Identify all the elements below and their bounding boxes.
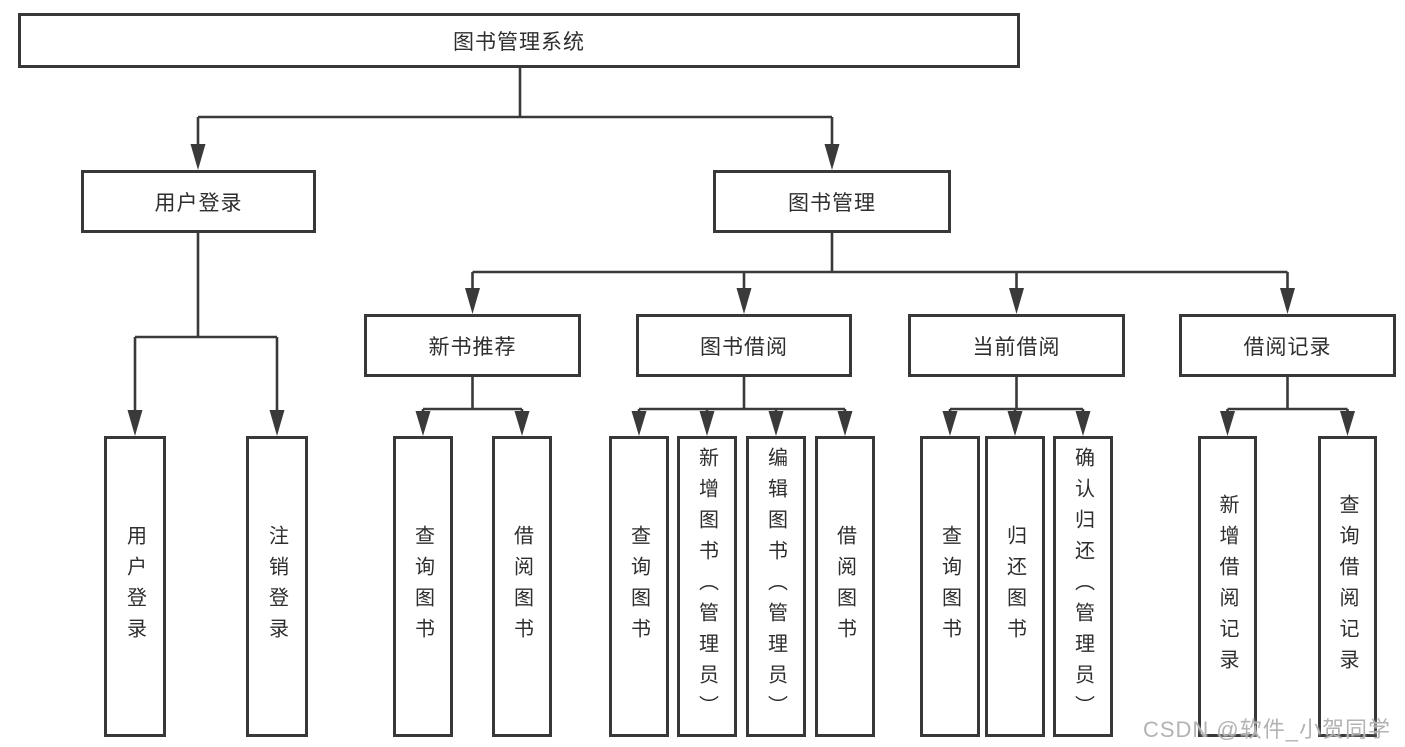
leaf-add-books-admin: 新增图书（管理员） (677, 436, 737, 737)
node-book-borrowing: 图书借阅 (636, 314, 852, 377)
node-borrowing-records: 借阅记录 (1179, 314, 1396, 377)
leaf-add-borrow-record: 新增借阅记录 (1198, 436, 1257, 737)
connector-book-mgmt-to-level3 (465, 233, 1295, 314)
leaf-edit-books-admin: 编辑图书（管理员） (746, 436, 806, 737)
connector-root-to-level2 (190, 68, 840, 170)
node-new-book-recommend: 新书推荐 (364, 314, 581, 377)
connector-user-login-to-leaves (127, 233, 285, 436)
node-root-library-system: 图书管理系统 (18, 13, 1020, 68)
node-user-login: 用户登录 (81, 170, 316, 233)
leaf-confirm-return-admin: 确认归还（管理员） (1053, 436, 1113, 737)
leaf-user-login: 用户登录 (104, 436, 166, 737)
node-book-borrowing-label: 图书借阅 (700, 335, 788, 359)
node-book-management-label: 图书管理 (788, 191, 876, 215)
connector-new-book-rec-to-leaves (415, 377, 530, 436)
connector-current-borrow-to-leaves (942, 377, 1091, 436)
connector-borrow-records-to-leaves (1220, 377, 1355, 436)
node-root-label: 图书管理系统 (453, 30, 585, 54)
node-book-management: 图书管理 (713, 170, 951, 233)
node-user-login-label: 用户登录 (154, 191, 243, 215)
node-borrowing-records-label: 借阅记录 (1243, 335, 1332, 359)
leaf-borrow-books-2: 借阅图书 (815, 436, 875, 737)
leaf-borrow-books-1: 借阅图书 (492, 436, 552, 737)
leaf-logout: 注销登录 (246, 436, 308, 737)
leaf-query-books-1: 查询图书 (393, 436, 453, 737)
node-current-borrowing-label: 当前借阅 (972, 335, 1061, 359)
csdn-watermark: CSDN @软件_小贺同学 (1142, 717, 1391, 742)
connector-book-borrow-to-leaves (631, 377, 853, 436)
leaf-query-borrow-record: 查询借阅记录 (1318, 436, 1377, 737)
node-new-book-recommend-label: 新书推荐 (428, 335, 517, 359)
leaf-query-books-3: 查询图书 (920, 436, 980, 737)
leaf-query-books-2: 查询图书 (609, 436, 669, 737)
node-current-borrowing: 当前借阅 (908, 314, 1125, 377)
leaf-return-books: 归还图书 (985, 436, 1045, 737)
